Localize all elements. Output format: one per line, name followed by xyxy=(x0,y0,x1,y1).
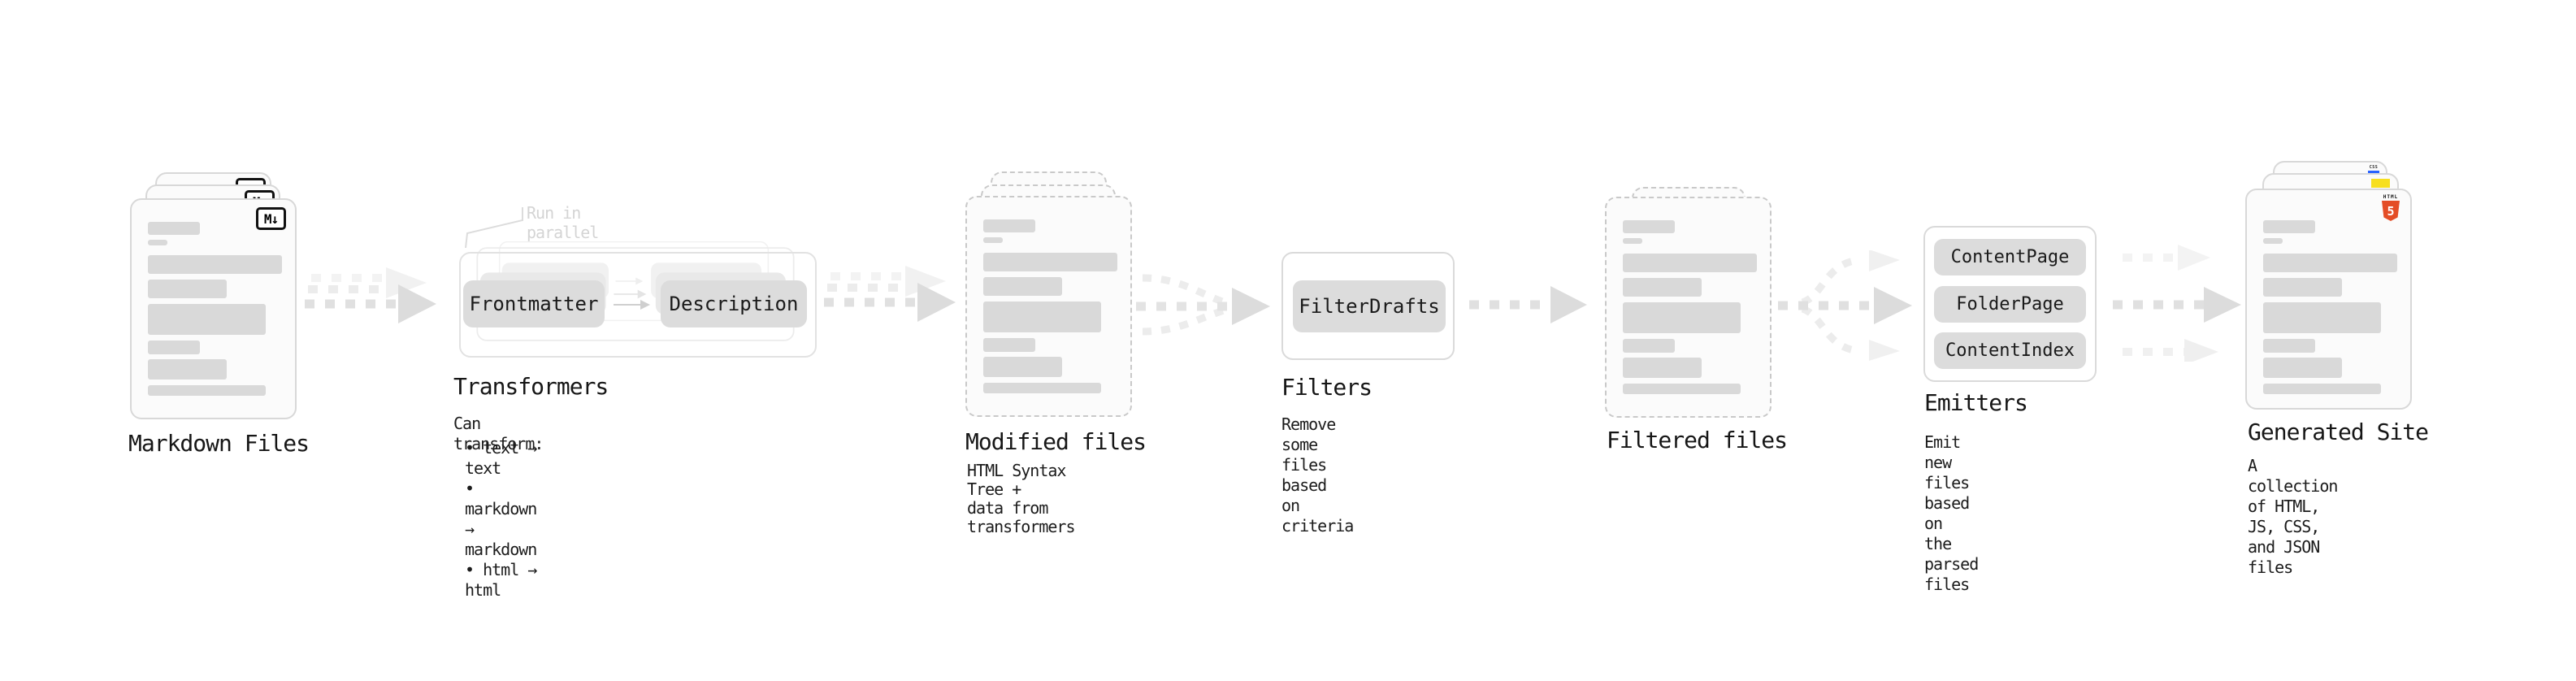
html5-icon-label: HTML xyxy=(2383,194,2399,200)
css-file-icon: CSS xyxy=(2368,165,2379,173)
html5-icon-shield: 5 xyxy=(2382,201,2400,221)
emitter-node-folderpage: FolderPage xyxy=(1934,286,2086,323)
node-arrow-icon xyxy=(615,277,644,285)
doc-text-placeholder xyxy=(132,200,295,396)
placeholder-bar xyxy=(983,383,1101,393)
placeholder-bar xyxy=(2263,220,2315,233)
stage-subtitle-emitters: Emit new files based on the parsed files xyxy=(1924,432,1979,594)
stage-title-markdown-files: Markdown Files xyxy=(128,430,310,457)
stage-subtitle-filters: Remove some files based on criteria xyxy=(1281,414,1354,536)
placeholder-bar xyxy=(1623,358,1702,378)
stage-subtitle-generated-site: A collection of HTML, JS, CSS, and JSON … xyxy=(2248,456,2338,577)
flow-arrow-emitters-to-generated xyxy=(2113,245,2241,362)
emitter-node-contentpage: ContentPage xyxy=(1934,239,2086,275)
placeholder-bar xyxy=(1623,384,1741,394)
node-arrow-icon xyxy=(614,300,650,310)
stage-title-emitters: Emitters xyxy=(1924,389,2028,416)
modified-doc-card xyxy=(965,196,1132,417)
placeholder-bar xyxy=(2263,302,2381,333)
stage-title-transformers: Transformers xyxy=(453,373,609,400)
bullet-item: markdown → markdown xyxy=(465,479,537,560)
placeholder-bar xyxy=(2263,278,2342,297)
placeholder-bar xyxy=(983,301,1101,332)
bullet-item: text → text xyxy=(465,438,537,479)
placeholder-bar xyxy=(148,385,266,396)
transformer-container xyxy=(459,252,817,358)
transformer-layer-front: Frontmatter Description xyxy=(459,252,817,358)
placeholder-bar xyxy=(2263,254,2397,272)
placeholder-bar xyxy=(2263,384,2381,394)
placeholder-bar xyxy=(983,338,1035,352)
emitters-box: ContentPage FolderPage ContentIndex xyxy=(1923,226,2097,382)
placeholder-bar xyxy=(2263,358,2342,378)
placeholder-bar xyxy=(983,277,1062,296)
placeholder-bar xyxy=(2263,238,2283,244)
placeholder-bar xyxy=(1623,238,1642,244)
stage-title-modified-files: Modified files xyxy=(965,428,1147,455)
placeholder-bar xyxy=(148,255,282,274)
filtered-doc-card xyxy=(1605,197,1772,418)
placeholder-bar xyxy=(148,304,266,335)
transformer-node-description: Description xyxy=(661,280,807,327)
node-arrow-icon xyxy=(614,289,647,299)
markdown-doc-card: M↓ xyxy=(130,198,297,419)
markdown-icon: M↓ xyxy=(256,207,286,230)
doc-text-placeholder xyxy=(1607,198,1770,394)
placeholder-bar xyxy=(1623,302,1741,333)
placeholder-bar xyxy=(983,219,1035,232)
flow-arrow-filters-to-filtered xyxy=(1469,286,1587,323)
stage-subtitle-modified-files: HTML Syntax Tree + data from transformer… xyxy=(967,461,1076,536)
stage-title-filtered-files: Filtered files xyxy=(1607,427,1788,453)
stage-title-filters: Filters xyxy=(1281,374,1373,401)
placeholder-bar xyxy=(1623,278,1702,297)
transformer-node-frontmatter: Frontmatter xyxy=(463,280,605,327)
placeholder-bar xyxy=(2263,339,2315,353)
bullet-item: html → html xyxy=(465,560,537,601)
doc-text-placeholder xyxy=(967,197,1130,393)
placeholder-bar xyxy=(1623,254,1757,272)
placeholder-bar xyxy=(983,237,1003,243)
flow-arrow-markdown-to-transformers xyxy=(305,267,436,323)
doc-text-placeholder xyxy=(2247,190,2410,394)
placeholder-bar xyxy=(983,357,1062,377)
html5-icon-five: 5 xyxy=(2387,203,2395,219)
css-icon-bar xyxy=(2368,171,2379,173)
stage-title-generated-site: Generated Site xyxy=(2248,419,2429,445)
css-icon-label: CSS xyxy=(2369,165,2379,170)
filters-box: FilterDrafts xyxy=(1281,252,1455,360)
html5-icon: HTML 5 xyxy=(2380,194,2401,221)
js-file-icon xyxy=(2371,179,2390,188)
placeholder-bar xyxy=(148,222,200,235)
placeholder-bar xyxy=(148,359,227,380)
annotation-connector-line xyxy=(465,207,523,249)
placeholder-bar xyxy=(148,240,167,245)
placeholder-bar xyxy=(983,253,1117,271)
transformers-bullet-list: text → text markdown → markdown html → h… xyxy=(465,438,537,601)
placeholder-bar xyxy=(1623,220,1675,233)
generated-doc-card: HTML 5 xyxy=(2245,189,2412,410)
placeholder-bar xyxy=(148,340,200,354)
markdown-icon-label: M↓ xyxy=(263,210,279,227)
placeholder-bar xyxy=(148,280,227,298)
flow-arrow-filtered-to-emitters xyxy=(1778,250,1912,361)
filter-node-filterdrafts: FilterDrafts xyxy=(1293,280,1446,332)
emitter-node-contentindex: ContentIndex xyxy=(1934,332,2086,369)
flow-arrow-modified-to-filters xyxy=(1136,274,1270,336)
annotation-run-in-parallel: Run in parallel xyxy=(527,203,599,242)
flow-arrow-transformers-to-modified xyxy=(824,266,956,322)
placeholder-bar xyxy=(1623,339,1675,353)
